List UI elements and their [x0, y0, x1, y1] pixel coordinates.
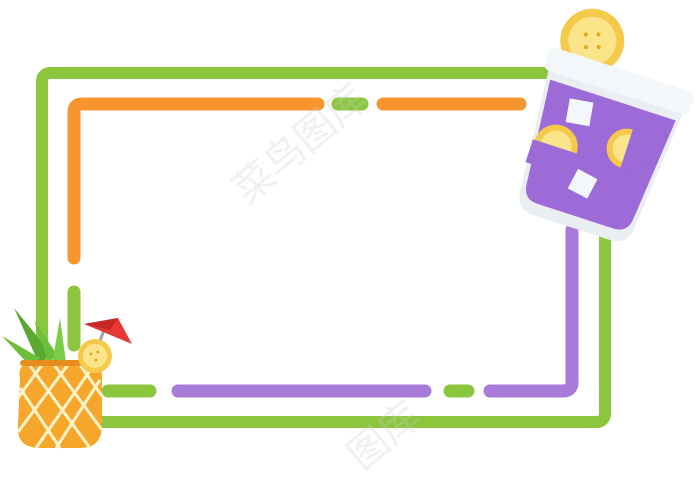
decorative-frame-canvas: 菜鸟图库 图库	[2, 8, 694, 479]
lemon-slice-icon	[78, 339, 112, 373]
inner-orange-border	[67, 97, 527, 265]
outer-green-frame	[36, 67, 611, 428]
frame-graphic	[2, 8, 694, 449]
drink-lemon-icon	[525, 124, 657, 177]
iced-drink-glass-icon	[519, 8, 694, 242]
pineapple-drink-icon	[2, 308, 104, 449]
inner-purple-border	[171, 223, 579, 398]
